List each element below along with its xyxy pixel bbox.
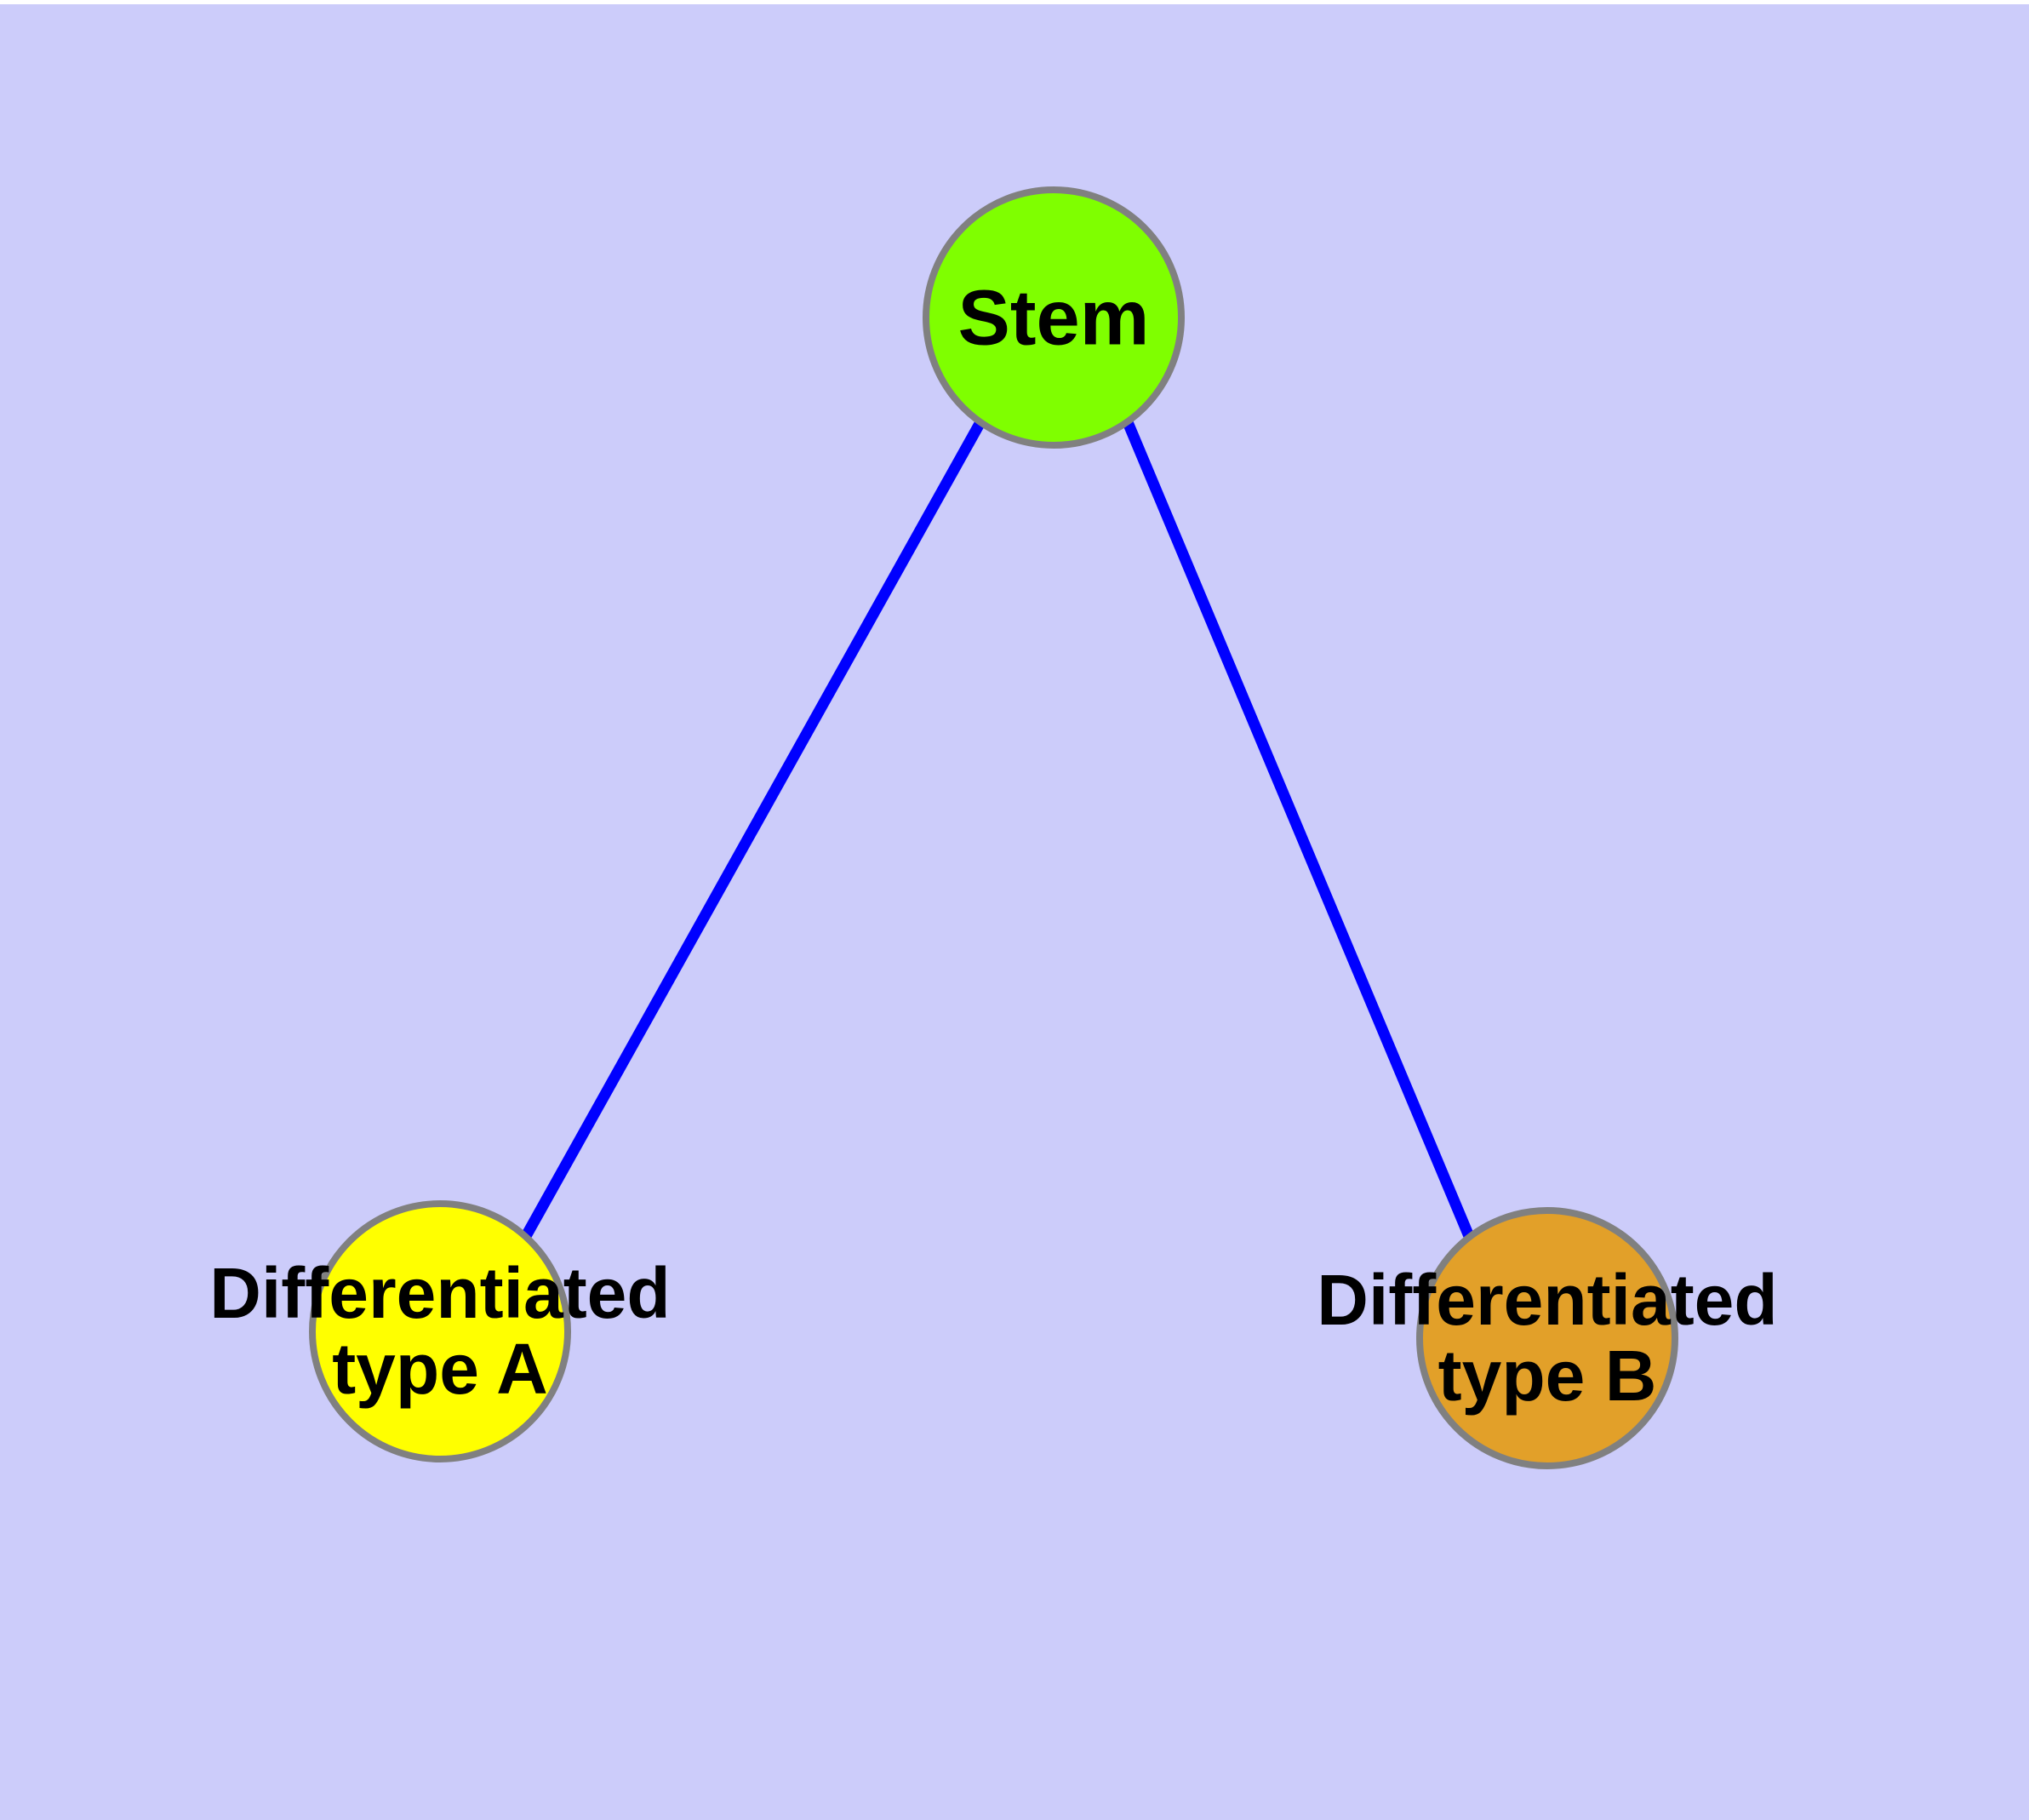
graph-edge-stem-diff_a[interactable] [517,419,986,1247]
node-label-line: Differentiated [209,1253,670,1333]
node-label-line: Differentiated [1317,1260,1777,1340]
graph-node-diff_b[interactable] [1416,1207,1678,1469]
node-label-line: type A [332,1329,548,1409]
graph-edge-stem-diff_b[interactable] [1123,420,1476,1243]
edge-layer [517,419,1476,1247]
node-label-line: type B [1438,1336,1657,1416]
graph-node-diff_a[interactable] [309,1200,571,1462]
node-layer [309,186,1678,1469]
node-label-line: Stem [958,274,1150,361]
graph-node-stem[interactable] [923,186,1185,449]
node-label-stem: Stem [958,274,1150,361]
